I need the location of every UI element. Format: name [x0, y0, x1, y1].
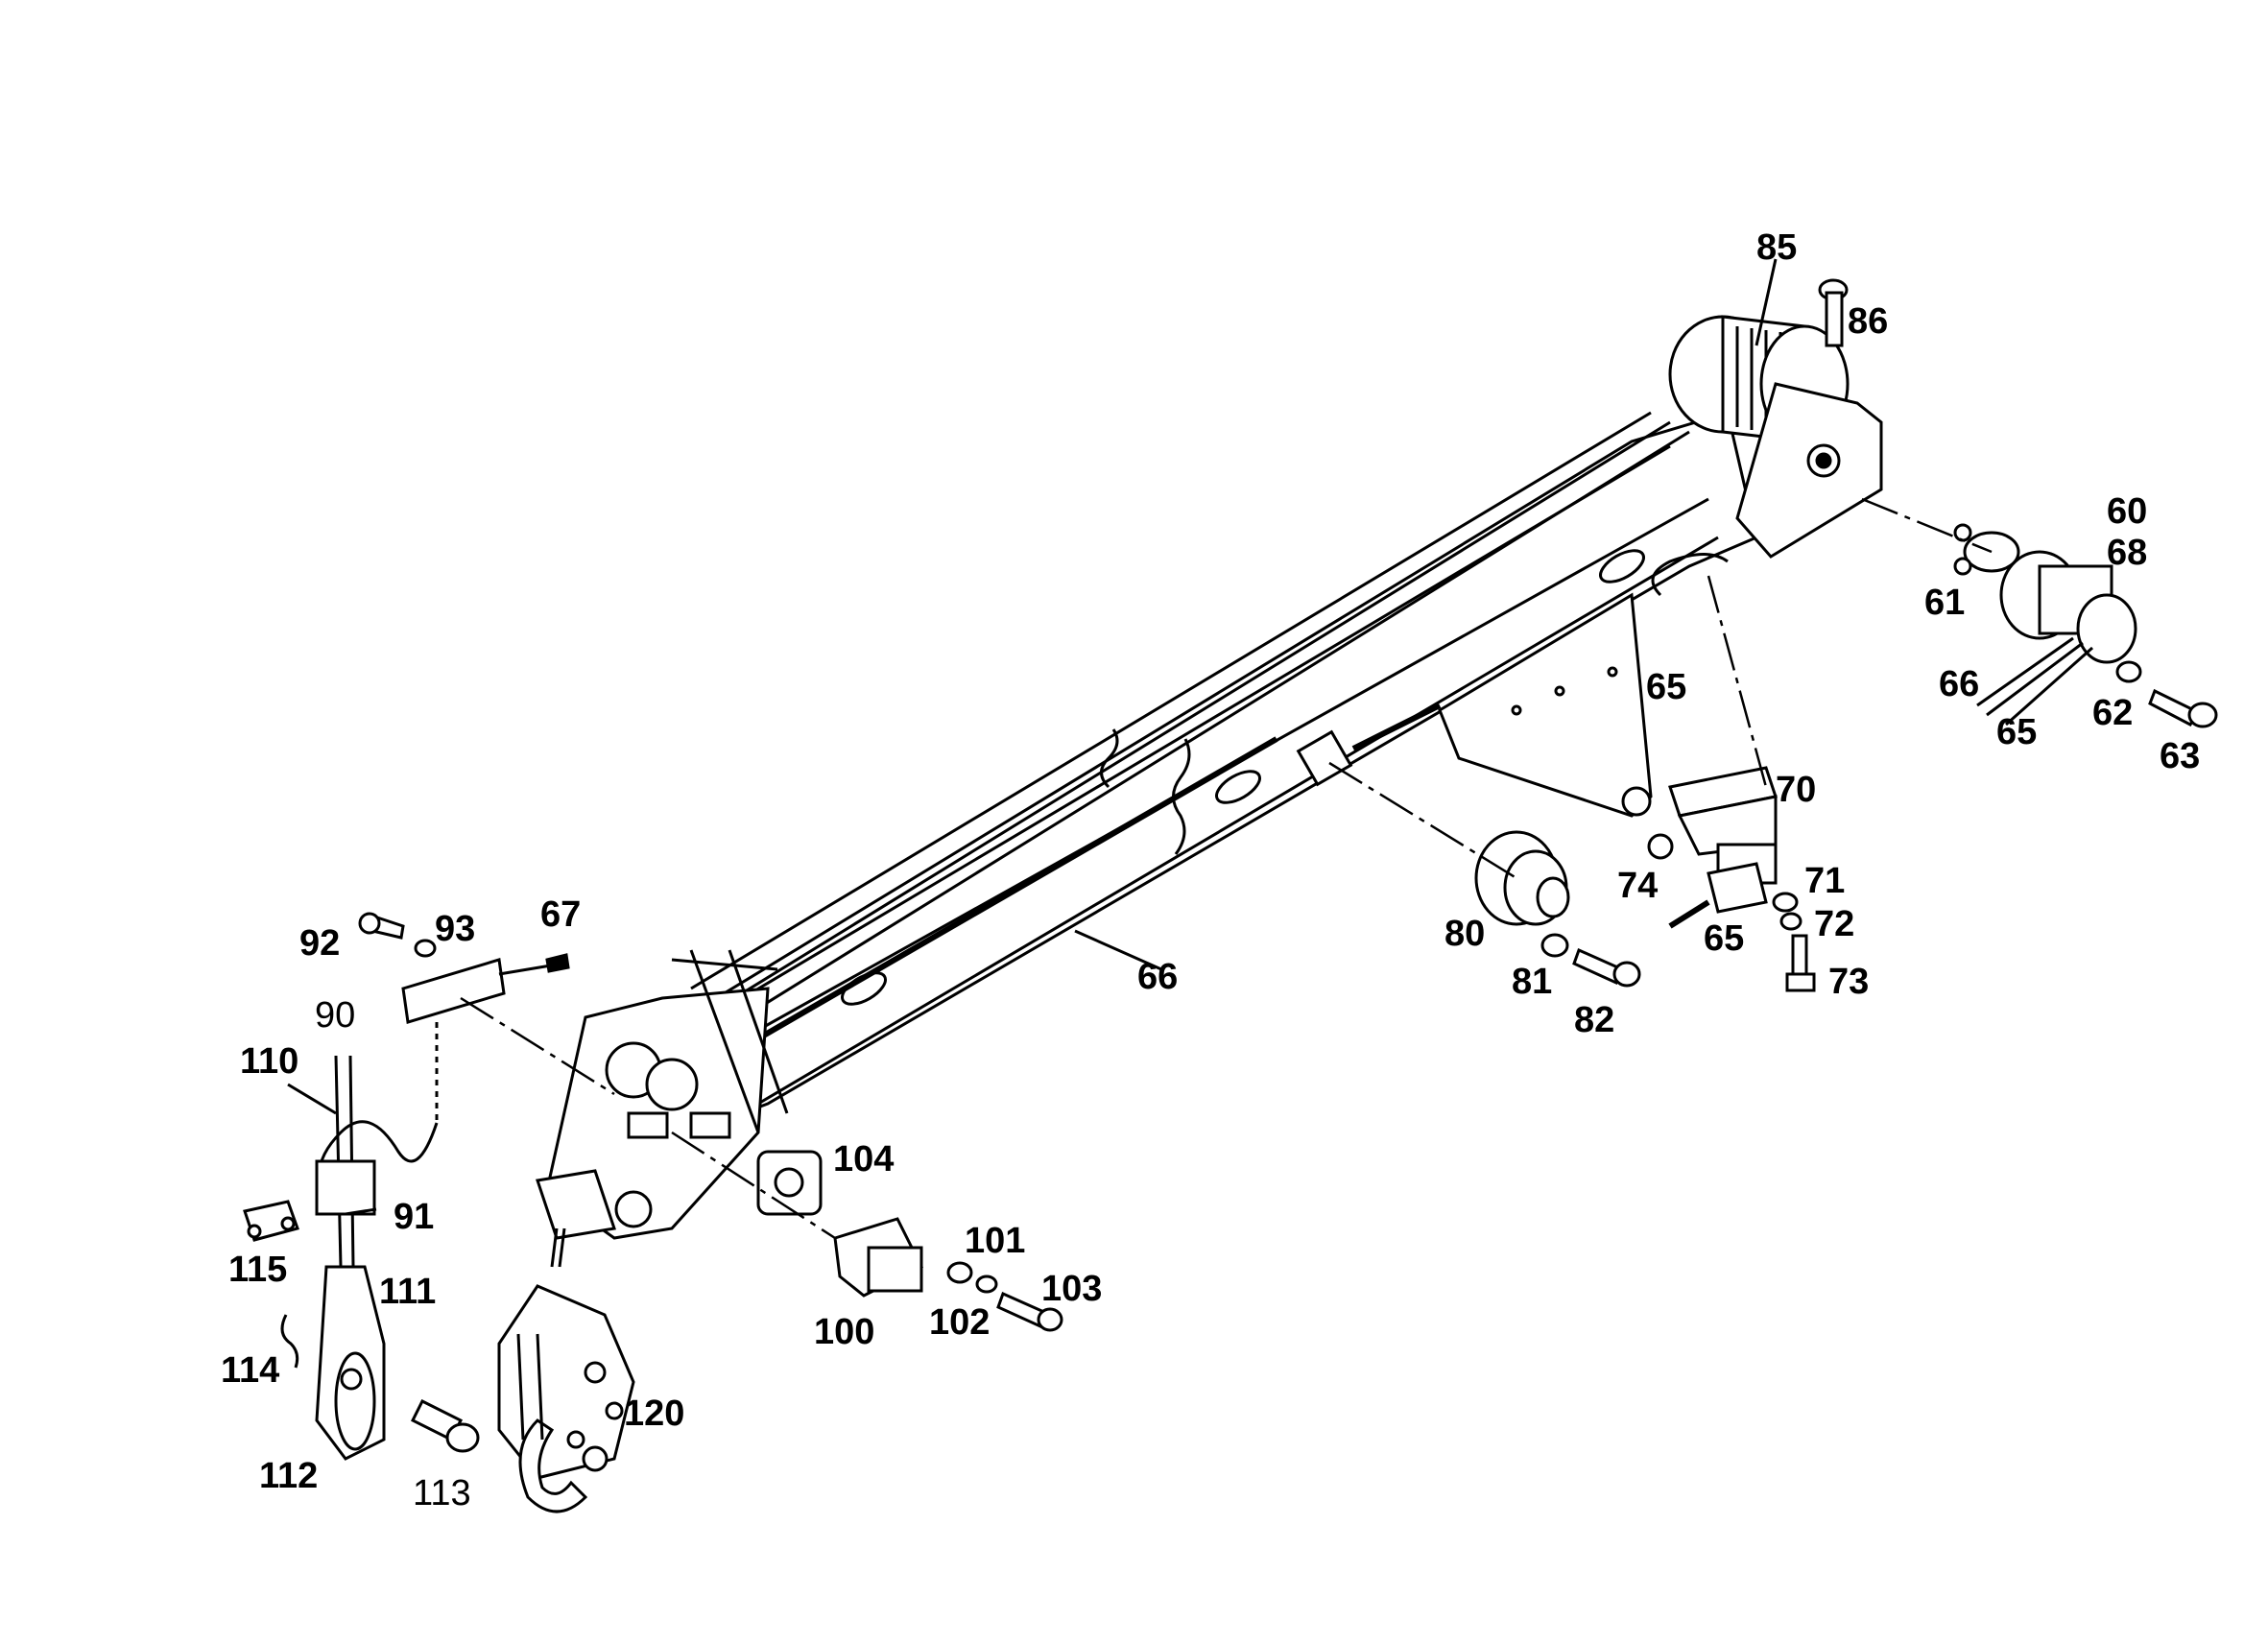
bolt-82 [1572, 947, 1641, 988]
pin-112 [340, 1368, 363, 1391]
rope-socket-111 [315, 1265, 386, 1461]
bolt-86 [1818, 278, 1849, 347]
label-60: 60 [2107, 491, 2147, 532]
sensor-housing-104 [756, 1150, 823, 1216]
washer-72 [1779, 912, 1802, 931]
label-80: 80 [1444, 914, 1485, 954]
bolt-74 [1647, 833, 1674, 860]
chain [318, 1022, 439, 1191]
label-65-boom: 65 [1646, 667, 1686, 707]
label-65-bracket: 65 [1704, 918, 1744, 959]
label-66-boom: 66 [1137, 957, 1178, 997]
label-101: 101 [965, 1221, 1025, 1261]
hook-block [497, 1284, 635, 1513]
hydraulic-motor [1976, 550, 2137, 727]
bolt-73 [1785, 934, 1816, 992]
label-72: 72 [1814, 904, 1854, 944]
label-93: 93 [435, 909, 475, 949]
label-73: 73 [1828, 962, 1869, 1002]
washer-102 [975, 1275, 998, 1294]
clip-115 [243, 1200, 299, 1242]
bolt-63 [2148, 688, 2218, 728]
limit-switch-90 [401, 953, 570, 1024]
label-66-motor: 66 [1939, 664, 1979, 704]
sensor-100 [833, 1217, 924, 1298]
label-63: 63 [2160, 736, 2200, 776]
block-65 [1668, 862, 1768, 929]
label-103: 103 [1041, 1269, 1102, 1309]
label-71: 71 [1804, 861, 1845, 901]
label-61: 61 [1924, 583, 1965, 623]
label-112: 112 [259, 1456, 318, 1496]
sheave-wheel-80 [1474, 830, 1570, 926]
washer-71 [1772, 892, 1799, 913]
callout-lines [287, 258, 1778, 1216]
label-86: 86 [1848, 301, 1888, 342]
label-113: 113 [413, 1473, 471, 1513]
label-85: 85 [1756, 227, 1797, 268]
label-110: 110 [240, 1041, 298, 1082]
screw-92 [358, 912, 405, 940]
label-104: 104 [833, 1139, 894, 1179]
pin-113 [410, 1398, 480, 1453]
label-102: 102 [929, 1302, 990, 1343]
washer-101 [946, 1261, 973, 1284]
label-120: 120 [624, 1394, 684, 1434]
assembly-leader-lines [460, 497, 1993, 1240]
label-74: 74 [1617, 866, 1658, 906]
label-65-motor: 65 [1996, 712, 2037, 752]
label-81: 81 [1512, 962, 1552, 1002]
label-90: 90 [315, 995, 355, 1036]
winch-drum [1668, 315, 1883, 559]
washer-81 [1540, 933, 1569, 958]
label-68: 68 [2107, 533, 2147, 573]
label-114: 114 [221, 1350, 279, 1391]
label-115: 115 [228, 1250, 287, 1290]
washer-93 [414, 939, 437, 958]
label-91: 91 [394, 1197, 434, 1237]
part-labels: 60 68 61 62 63 65 66 65 70 74 71 72 65 7… [221, 227, 2200, 1513]
bracket-70 [1668, 766, 1778, 885]
label-62: 62 [2092, 693, 2133, 733]
label-67: 67 [540, 894, 581, 935]
label-70: 70 [1776, 770, 1816, 810]
washer-62 [2115, 660, 2142, 683]
clamp-91 [315, 1159, 376, 1216]
label-111: 111 [379, 1272, 436, 1312]
cotter-114 [280, 1314, 299, 1369]
label-100: 100 [814, 1312, 874, 1352]
boom-head [536, 949, 789, 1268]
hose-65 [1651, 553, 1729, 597]
label-92: 92 [299, 923, 340, 964]
bolt-103 [996, 1291, 1063, 1332]
label-82: 82 [1574, 1000, 1614, 1040]
